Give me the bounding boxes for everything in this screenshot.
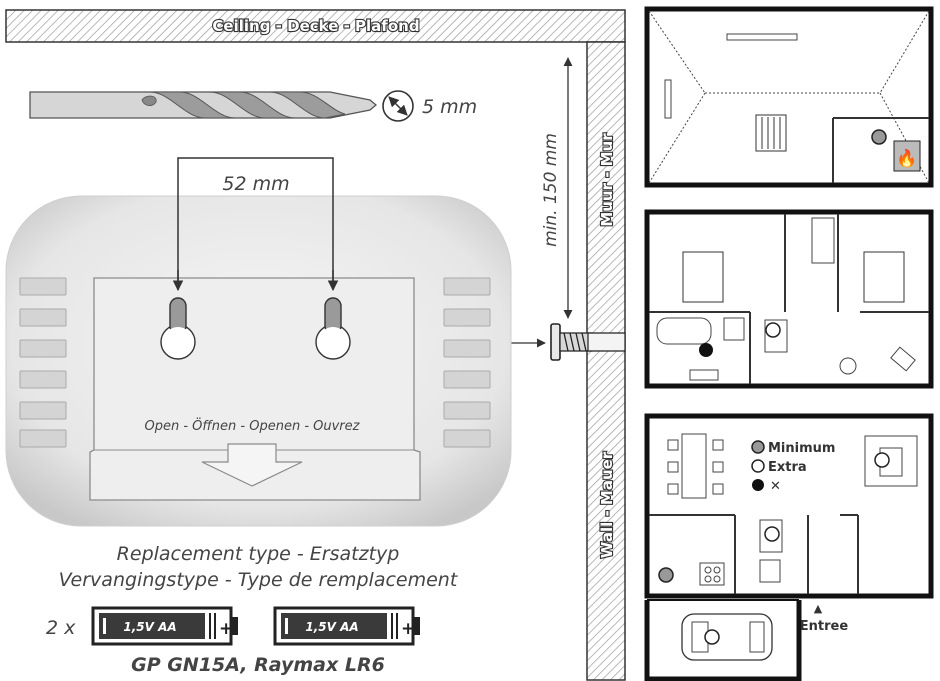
floor-plan-ground: Minimum Extra ✕ [644,413,934,599]
keyhole-right [315,297,351,360]
wall-lower-label: Wall - Mauer [598,451,616,558]
entrance-arrow-icon: ▲ [814,602,823,615]
svg-text:+: + [219,619,233,639]
drill-diameter-icon [382,90,414,122]
min-distance-indicator: min. 150 mm [541,57,573,319]
legend-minimum-label: Minimum [768,441,835,456]
wall: Muur - Mur Wall - Mauer [586,41,626,681]
min-distance-label: min. 150 mm [541,133,561,247]
minimum-marker [871,129,887,145]
battery-brands: GP GN15A, Raymax LR6 [131,654,385,676]
keyhole-left [160,297,196,360]
legend-extra-icon [751,459,765,473]
spacing-dimension [172,157,339,292]
wall-upper-label: Muur - Mur [598,133,616,227]
spacing-label: 52 mm [222,173,289,195]
entrance-label: Entree [800,619,849,634]
forbidden-marker [699,343,713,357]
drill-bit-icon [29,91,378,119]
right-vents [443,277,491,448]
replacement-line-2: Vervangingstype - Type de remplacement [59,569,459,591]
drill-size-label: 5 mm [422,96,477,118]
legend-forbidden-icon [752,479,764,491]
open-arrow-icon [201,443,303,487]
left-vents [19,277,67,448]
floor-plan-upper [644,209,934,389]
legend-forbidden-label: ✕ [770,479,781,494]
ceiling: Ceiling - Decke - Plafond [5,9,626,43]
fire-icon: 🔥 [896,148,917,169]
battery-label-1: 1,5V AA [123,620,176,634]
battery-label-2: 1,5V AA [305,620,358,634]
ceiling-label: Ceiling - Decke - Plafond [212,17,419,35]
battery-icon-2: + 1,5V AA [273,606,420,646]
svg-text:+: + [401,619,415,639]
legend-minimum-icon [751,440,765,454]
open-label: Open - Öffnen - Openen - Ouvrez [145,417,361,434]
floor-plan-attic: 🔥 [644,6,934,188]
extra-marker [765,322,781,338]
car-icon [681,613,773,661]
replacement-line-1: Replacement type - Ersatztyp [117,543,400,565]
legend: Minimum Extra ✕ [751,440,835,494]
battery-icon-1: + 1,5V AA [91,606,238,646]
floor-plan-garage [644,599,802,681]
battery-quantity: 2 x [46,617,76,639]
screw-icon [550,323,626,361]
legend-extra-label: Extra [768,460,807,475]
